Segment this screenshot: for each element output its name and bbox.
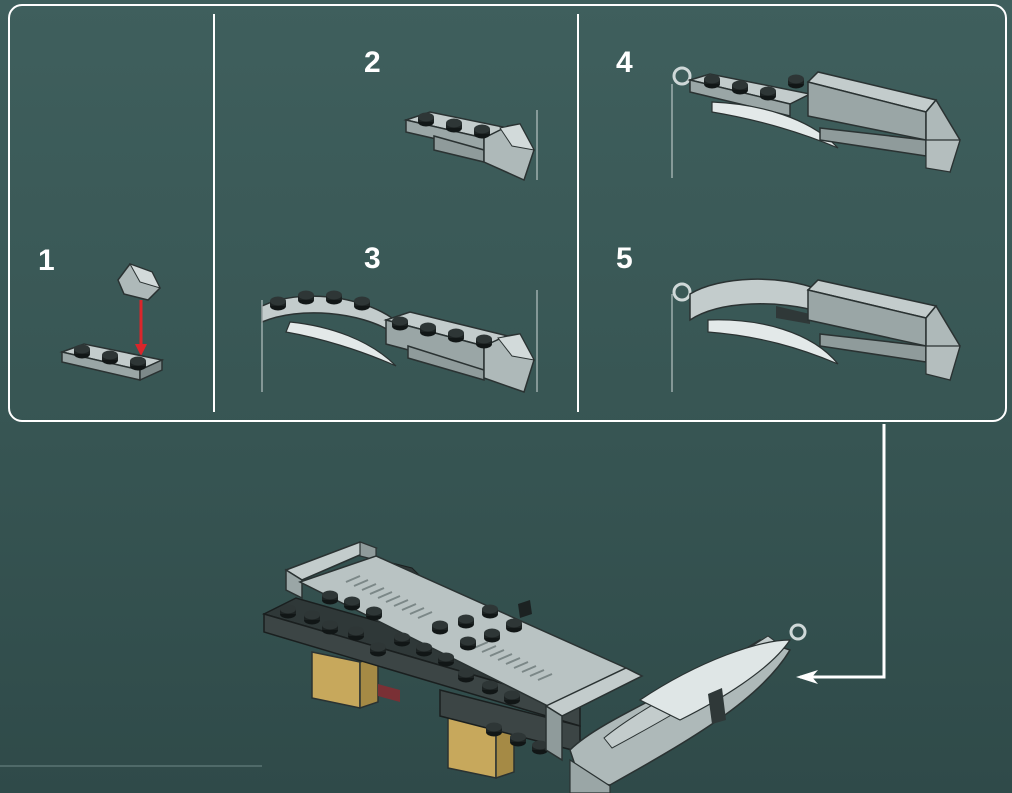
step5-subassembly <box>671 278 961 392</box>
step1-red-arrow <box>135 300 147 356</box>
step3-subassembly <box>261 290 538 393</box>
step1-wedge-piece <box>117 263 161 301</box>
step-number-3: 3 <box>364 242 381 275</box>
main-model <box>261 541 807 793</box>
step1-plate-1x3 <box>59 343 165 382</box>
panel-divider-2 <box>577 14 579 412</box>
step2-subassembly <box>403 110 538 182</box>
steps-frame <box>8 4 1007 422</box>
panel-divider-1 <box>213 14 215 412</box>
attach-arrow <box>796 424 886 684</box>
attached-side-arm <box>569 623 807 793</box>
step4-subassembly <box>671 66 961 178</box>
grille-tiles <box>345 575 553 681</box>
step-number-1: 1 <box>38 244 55 277</box>
step-number-5: 5 <box>616 242 633 275</box>
step-number-4: 4 <box>616 46 633 79</box>
step-number-2: 2 <box>364 46 381 79</box>
